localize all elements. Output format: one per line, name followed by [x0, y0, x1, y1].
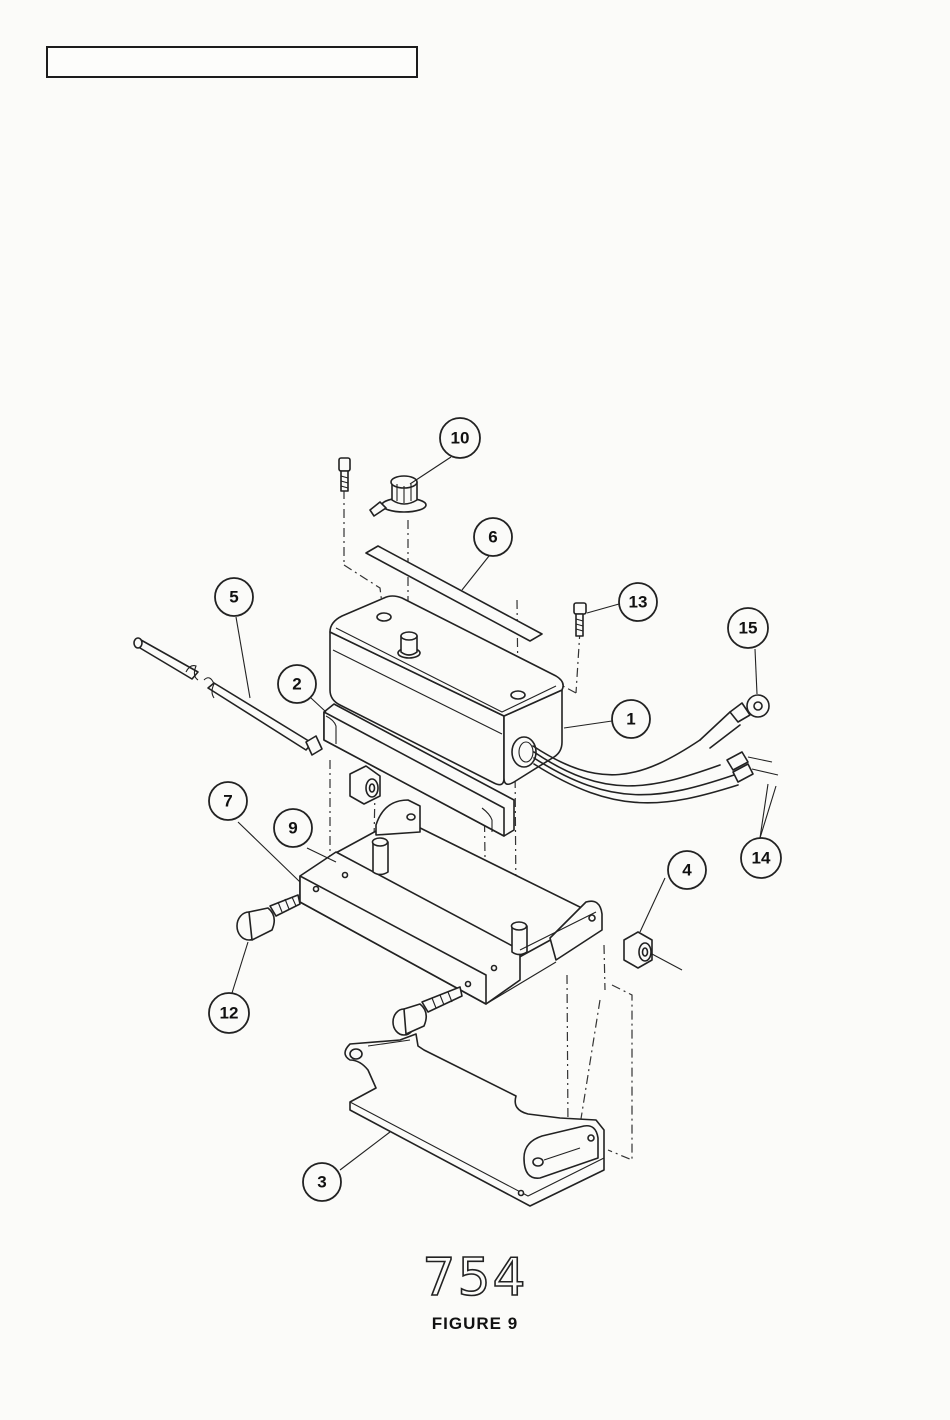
- callout-9-label: 9: [288, 819, 297, 838]
- callout-9: 9: [274, 809, 312, 847]
- wires-part-14: [533, 703, 778, 803]
- base-plate-part-3: [345, 1034, 604, 1206]
- callout-12-label: 12: [220, 1004, 239, 1023]
- callout-6-label: 6: [488, 528, 497, 547]
- model-number: 754: [0, 1248, 950, 1308]
- callout-3-label: 3: [317, 1173, 326, 1192]
- spacer-part-4: [624, 932, 682, 970]
- callout-5-label: 5: [229, 588, 238, 607]
- callout-5: 5: [215, 578, 253, 616]
- callout-13: 13: [619, 583, 657, 621]
- bracket-tray-part-9: [300, 800, 602, 1004]
- callout-10: 10: [440, 418, 480, 458]
- callout-1-label: 1: [626, 710, 635, 729]
- callout-15: 15: [728, 608, 768, 648]
- screw-part-13: [574, 603, 586, 636]
- callout-13-label: 13: [629, 593, 648, 612]
- callout-14: 14: [741, 838, 781, 878]
- callout-12: 12: [209, 993, 249, 1033]
- ring-terminal-part-15: [747, 695, 769, 717]
- thumb-screw-part-12: [237, 895, 300, 940]
- callout-3: 3: [303, 1163, 341, 1201]
- callout-14-label: 14: [752, 849, 771, 868]
- callout-2-label: 2: [292, 675, 301, 694]
- knob-part-10: [370, 476, 426, 516]
- thumb-screw-lower: [393, 987, 462, 1035]
- callout-4-label: 4: [682, 861, 692, 880]
- top-screw-left: [339, 458, 350, 491]
- spacer-upper: [350, 766, 380, 804]
- callout-1: 1: [612, 700, 650, 738]
- figure-caption: FIGURE 9: [0, 1314, 950, 1334]
- callout-7-label: 7: [223, 792, 232, 811]
- callout-6: 6: [474, 518, 512, 556]
- callout-7: 7: [209, 782, 247, 820]
- callout-10-label: 10: [451, 429, 470, 448]
- callout-4: 4: [668, 851, 706, 889]
- callout-15-label: 15: [739, 619, 758, 638]
- callout-2: 2: [278, 665, 316, 703]
